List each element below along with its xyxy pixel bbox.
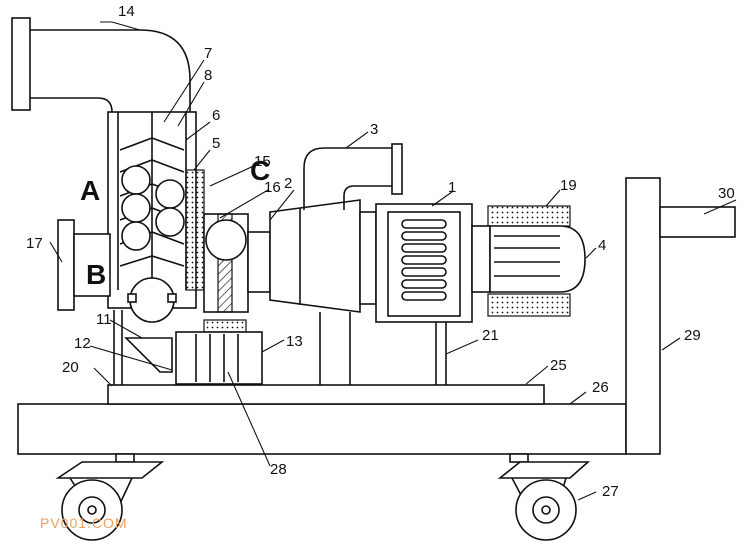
callout-12: 12 (74, 335, 91, 352)
callout-15: 15 (254, 153, 271, 170)
right-wheel (497, 453, 591, 541)
right-post (625, 177, 736, 455)
callout-25: 25 (550, 357, 567, 374)
callout-21: 21 (482, 327, 499, 344)
callout-6: 6 (212, 107, 220, 124)
callout-16: 16 (264, 179, 281, 196)
leader-lines (49, 21, 737, 501)
callout-17: 17 (26, 235, 43, 252)
callout-3: 3 (370, 121, 378, 138)
callout-30: 30 (718, 185, 735, 202)
left-wheel (55, 453, 165, 541)
filter-unit (203, 213, 271, 313)
region-label-b: B (86, 259, 106, 290)
callout-5: 5 (212, 135, 220, 152)
left-flange (57, 219, 111, 311)
callout-1b: 1 (448, 179, 456, 196)
region-label-a: A (80, 175, 100, 206)
pump-body (359, 203, 473, 323)
lower-pump (124, 319, 263, 385)
callout-11: 11 (96, 311, 112, 328)
screw-housing (107, 111, 205, 323)
inlet-pipe (11, 17, 191, 120)
callout-20: 20 (62, 359, 79, 376)
base-frame (17, 384, 627, 455)
region-label-c: C (250, 155, 270, 186)
outlet-pipe (303, 143, 403, 210)
callout-4: 4 (598, 237, 606, 254)
callout-19: 19 (560, 177, 577, 194)
callout-labels: 1 2 3 4 5 6 7 8 11 12 13 14 15 16 17 19 … (26, 3, 735, 500)
callout-14: 14 (118, 3, 135, 20)
motor (471, 205, 586, 317)
callout-13: 13 (286, 333, 303, 350)
callout-2: 2 (284, 175, 292, 192)
callout-28: 28 (270, 461, 287, 478)
watermark: PV001.COM (40, 515, 128, 531)
callout-27: 27 (602, 483, 619, 500)
cone (269, 199, 361, 313)
callout-26: 26 (592, 379, 609, 396)
callout-7: 7 (204, 45, 212, 62)
region-labels: A B C (80, 155, 270, 290)
callout-8: 8 (204, 67, 212, 84)
callout-29: 29 (684, 327, 701, 344)
supports (113, 310, 447, 385)
